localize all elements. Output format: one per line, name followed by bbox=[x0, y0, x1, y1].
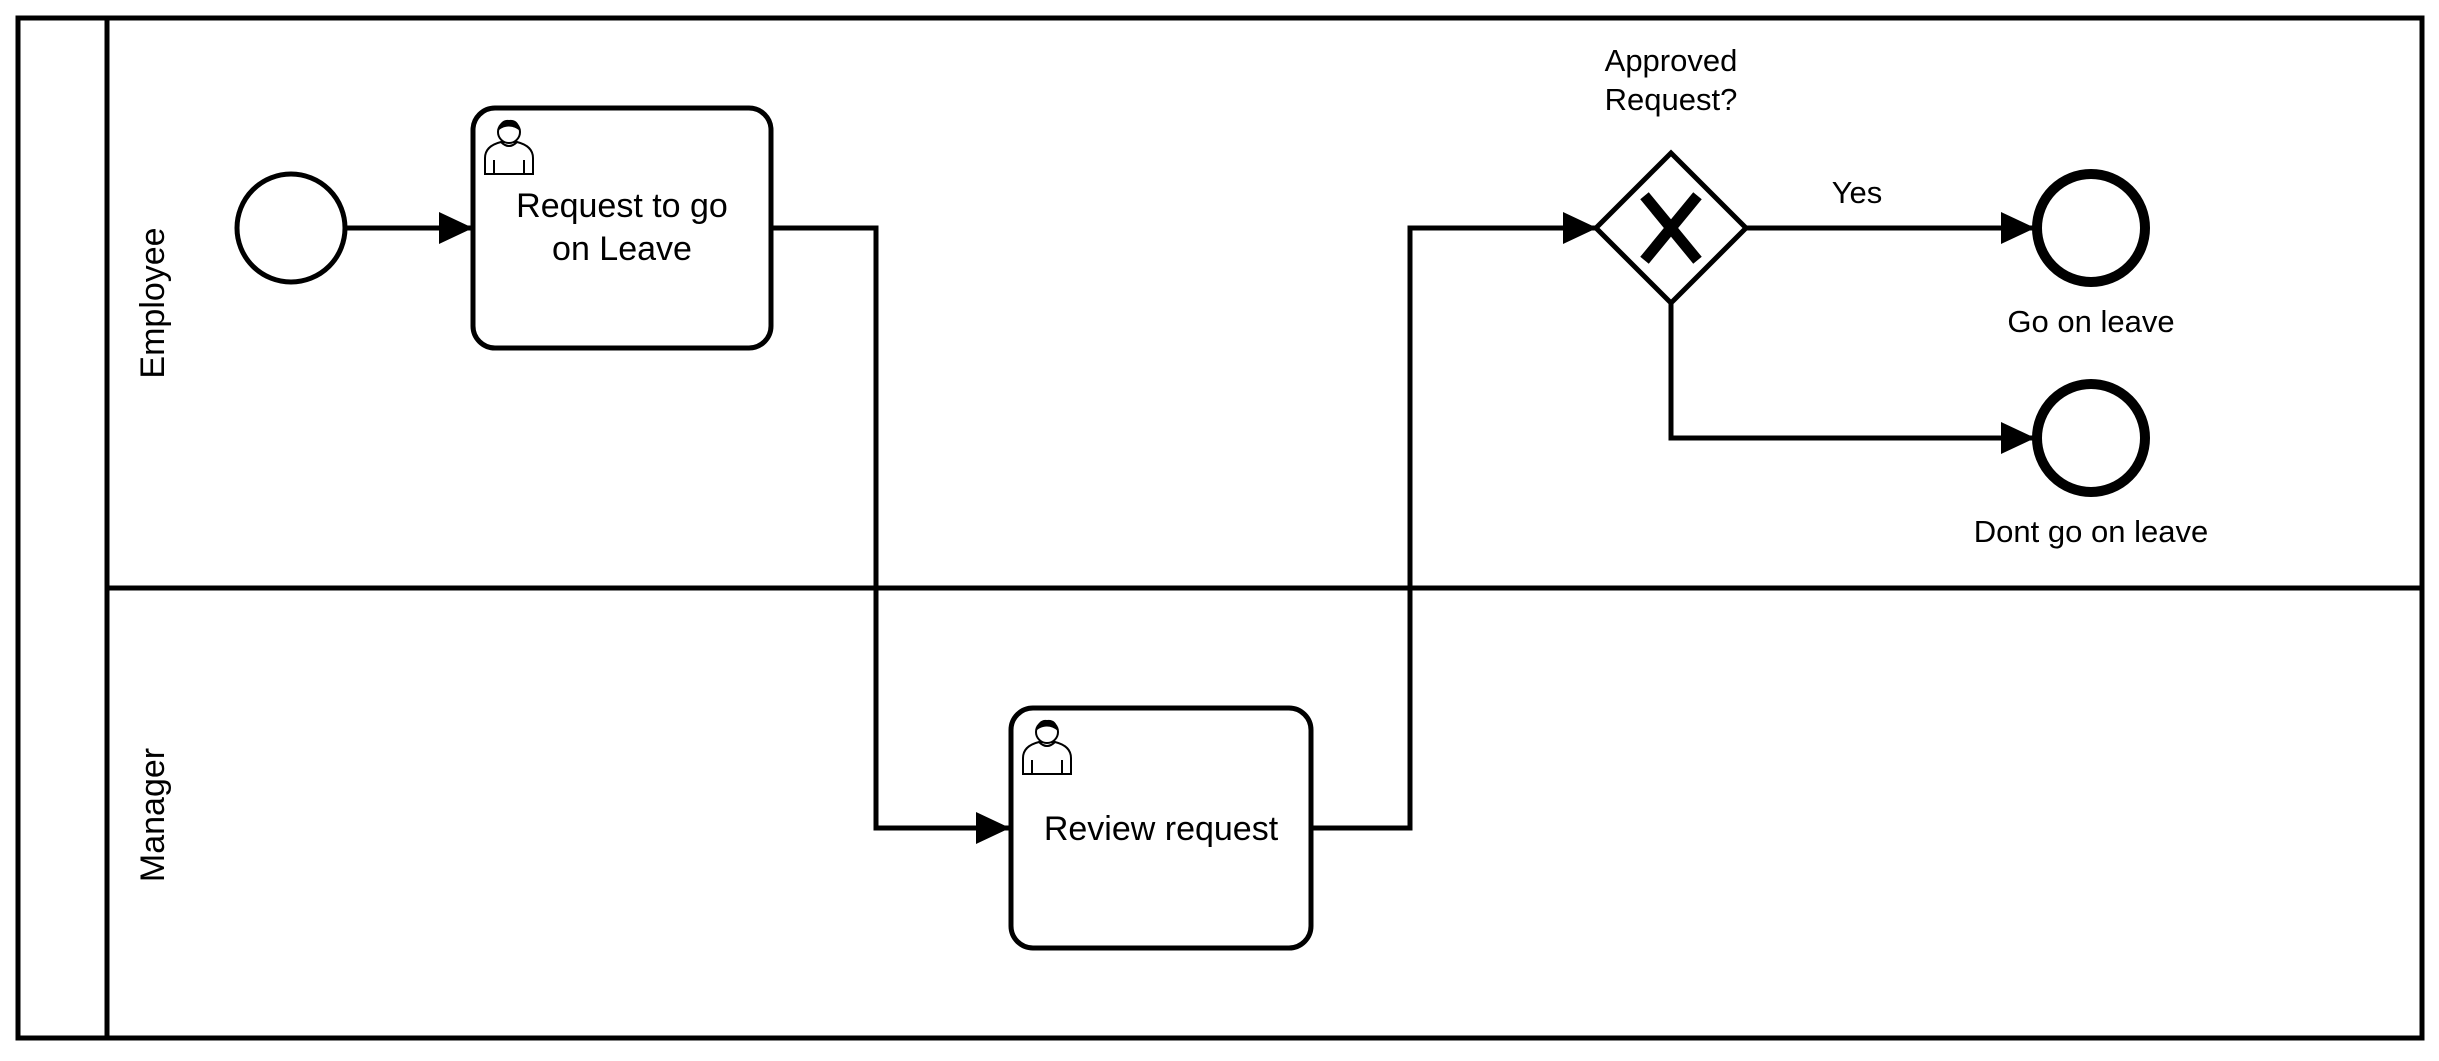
start-event[interactable] bbox=[234, 171, 348, 285]
task-request-leave-label-line2: on Leave bbox=[552, 230, 692, 268]
end-event-go-on-leave-label: Go on leave bbox=[2007, 304, 2174, 339]
task-review-request[interactable]: Review request bbox=[1008, 705, 1314, 951]
end-event-dont-go-on-leave-label: Dont go on leave bbox=[1974, 514, 2208, 549]
flow-review-to-gateway[interactable] bbox=[1311, 212, 1597, 831]
task-request-leave[interactable]: Request to go on Leave bbox=[470, 105, 774, 351]
end-event-dont-go-on-leave[interactable] bbox=[2032, 379, 2150, 497]
task-review-request-label: Review request bbox=[1044, 810, 1279, 848]
gateway-label-line2: Request? bbox=[1605, 82, 1738, 117]
user-icon bbox=[1022, 719, 1072, 775]
exclusive-gateway[interactable] bbox=[1592, 149, 1750, 307]
lane-label-employee: Employee bbox=[134, 227, 172, 378]
flow-gateway-no[interactable] bbox=[1668, 303, 2035, 454]
end-event-go-on-leave[interactable] bbox=[2032, 169, 2150, 287]
gateway-x-icon bbox=[1640, 192, 1702, 264]
flow-request-to-review[interactable] bbox=[771, 225, 1010, 844]
lane-label-manager: Manager bbox=[134, 748, 172, 882]
gateway-label-line1: Approved bbox=[1605, 43, 1738, 78]
flow-label-yes: Yes bbox=[1832, 175, 1883, 210]
task-request-leave-label-line1: Request to go bbox=[516, 187, 728, 225]
user-icon bbox=[484, 119, 534, 175]
